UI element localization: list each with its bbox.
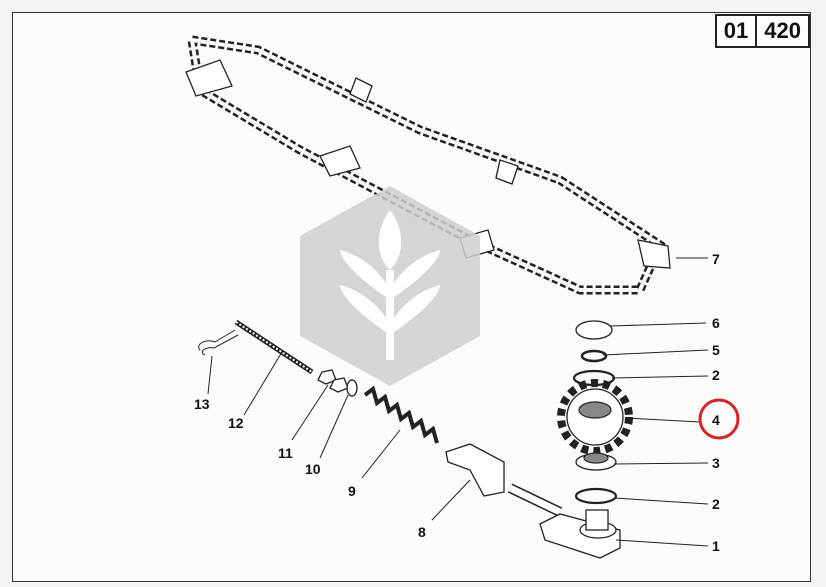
callout-6: 6 bbox=[712, 315, 720, 331]
chain-assembly bbox=[185, 34, 671, 295]
chain-lug bbox=[349, 77, 373, 103]
page-number: 420 bbox=[755, 16, 808, 46]
callout-11: 11 bbox=[278, 445, 293, 461]
callout-1: 1 bbox=[712, 538, 720, 554]
hub-base bbox=[539, 509, 621, 559]
callout-2-upper: 2 bbox=[712, 367, 720, 383]
cap bbox=[575, 320, 613, 340]
callout-9: 9 bbox=[348, 483, 356, 499]
highlight-circle bbox=[698, 398, 740, 440]
tensioner-bracket bbox=[445, 443, 563, 517]
callout-3: 3 bbox=[712, 455, 720, 471]
callout-12: 12 bbox=[228, 415, 244, 431]
circlip bbox=[580, 349, 608, 363]
callout-5: 5 bbox=[712, 342, 720, 358]
callout-8: 8 bbox=[418, 524, 426, 540]
callout-10: 10 bbox=[305, 461, 321, 477]
chain-lug bbox=[319, 145, 361, 177]
chain-lug bbox=[185, 59, 233, 97]
sprocket bbox=[557, 379, 633, 455]
nut bbox=[317, 369, 337, 385]
cotter-pin bbox=[198, 329, 239, 356]
group-code: 01 bbox=[723, 18, 749, 43]
callout-13: 13 bbox=[194, 396, 210, 412]
washer bbox=[346, 379, 358, 397]
chain-lug bbox=[495, 159, 519, 185]
chain-lug bbox=[637, 239, 671, 269]
nut bbox=[329, 377, 349, 393]
bearing bbox=[575, 452, 617, 471]
wheat-icon bbox=[300, 186, 480, 386]
callout-7: 7 bbox=[712, 251, 720, 267]
snap-ring-lower bbox=[574, 487, 618, 505]
callout-4: 4 bbox=[712, 412, 720, 428]
page-code-box: 01 420 bbox=[714, 14, 810, 48]
compression-spring bbox=[363, 385, 439, 444]
callout-2-lower: 2 bbox=[712, 496, 720, 512]
